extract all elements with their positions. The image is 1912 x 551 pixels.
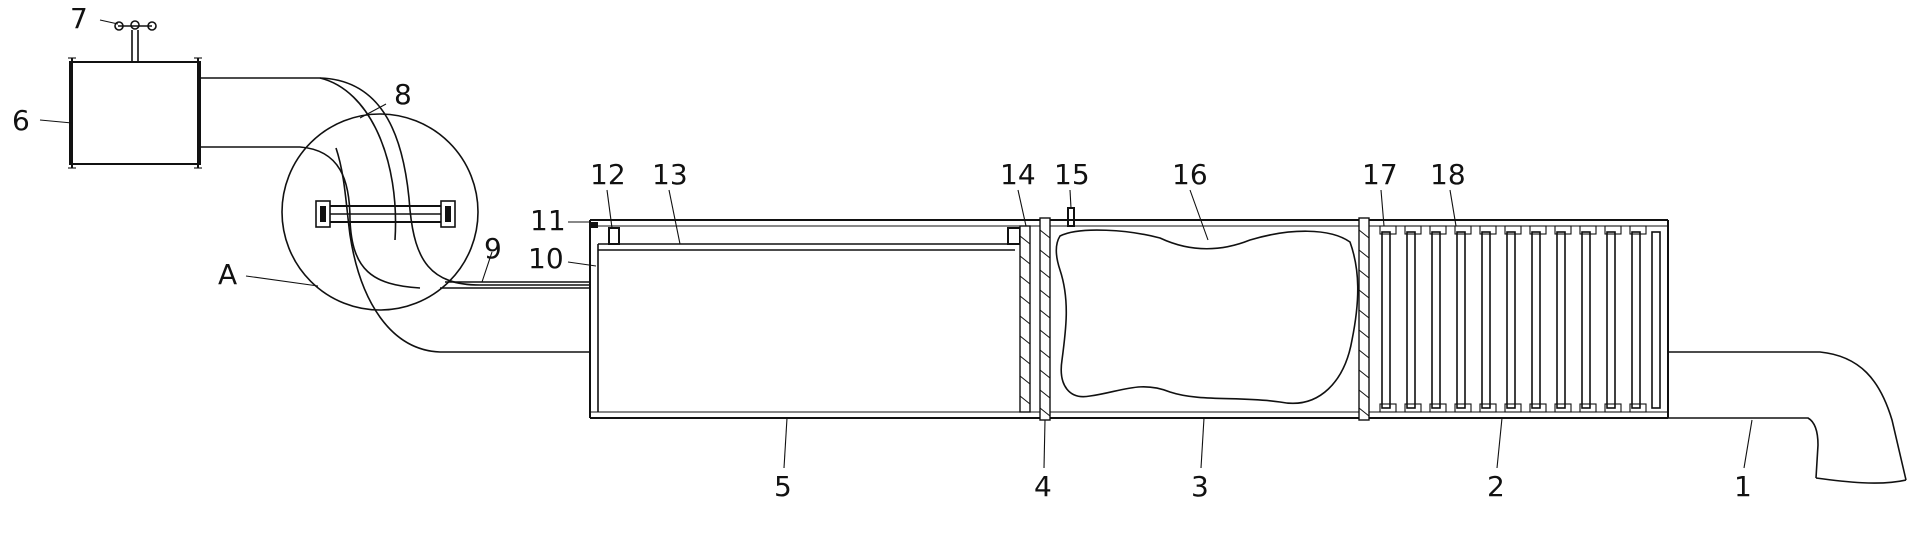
label-4: 4 xyxy=(1034,470,1052,503)
valve-7 xyxy=(114,20,157,62)
pipe-8 xyxy=(200,77,590,353)
label-9: 9 xyxy=(484,232,502,265)
label-7: 7 xyxy=(70,2,88,35)
sensor-15 xyxy=(1067,207,1075,227)
partition-4 xyxy=(1039,217,1051,421)
label-15: 15 xyxy=(1054,158,1090,191)
label-17: 17 xyxy=(1362,158,1398,191)
chamber-5 xyxy=(590,222,1021,412)
label-18: 18 xyxy=(1430,158,1466,191)
label-16: 16 xyxy=(1172,158,1208,191)
label-2: 2 xyxy=(1487,470,1505,503)
label-8: 8 xyxy=(394,78,412,111)
outlet-pipe-1 xyxy=(1668,351,1907,484)
label-6: 6 xyxy=(12,104,30,137)
partition-17 xyxy=(1358,217,1370,421)
baffle-plates-18 xyxy=(1379,225,1661,413)
filling-16 xyxy=(1055,229,1359,405)
detail-circle-a xyxy=(281,113,479,311)
leader-lines xyxy=(39,19,1753,469)
pipe-9 xyxy=(440,281,590,289)
label-13: 13 xyxy=(652,158,688,191)
label-10: 10 xyxy=(528,242,564,275)
label-5: 5 xyxy=(774,470,792,503)
label-12: 12 xyxy=(590,158,626,191)
cylinder-6 xyxy=(68,57,202,169)
main-body xyxy=(589,219,1669,419)
label-11: 11 xyxy=(530,204,566,237)
partition-14 xyxy=(1019,225,1031,413)
label-3: 3 xyxy=(1191,470,1209,503)
label-1: 1 xyxy=(1734,470,1752,503)
label-a: A xyxy=(218,258,237,291)
label-14: 14 xyxy=(1000,158,1036,191)
